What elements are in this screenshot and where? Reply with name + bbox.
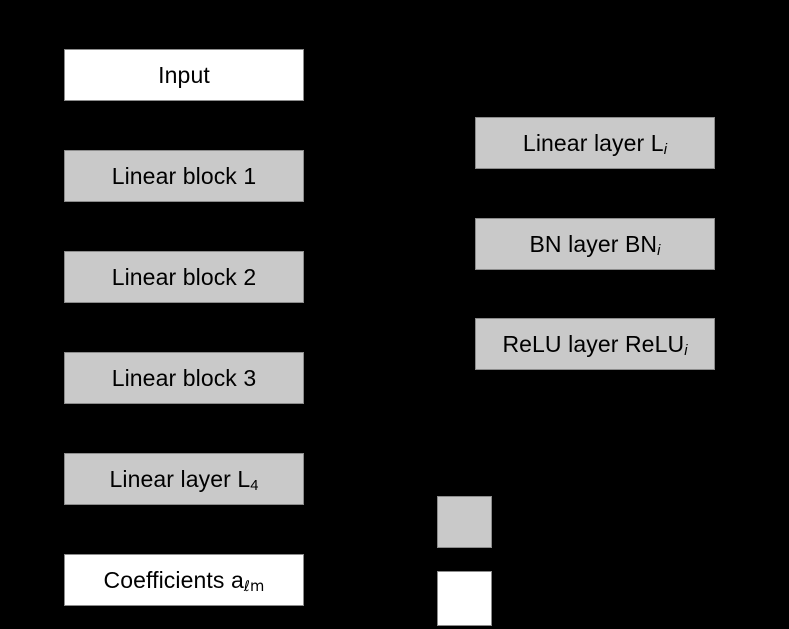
node-label: Linear block 1 bbox=[111, 162, 257, 189]
node-linear-layer-i[interactable]: Linear layer Li bbox=[475, 117, 715, 169]
node-label-subscript: i bbox=[663, 142, 668, 159]
node-relu-layer-i[interactable]: ReLU layer ReLUi bbox=[475, 318, 715, 370]
node-label: Linear block 2 bbox=[111, 263, 257, 290]
node-label: ReLU layer ReLUi bbox=[502, 330, 688, 360]
node-label: Linear layer L4 bbox=[109, 465, 259, 495]
node-linear-layer-4[interactable]: Linear layer L4 bbox=[64, 453, 304, 505]
node-linear-block-3[interactable]: Linear block 3 bbox=[64, 352, 304, 404]
legend-swatch-white bbox=[437, 571, 492, 626]
node-label-subscript: i bbox=[684, 343, 688, 360]
node-input[interactable]: Input bbox=[64, 49, 304, 101]
node-label-subscript: ℓm bbox=[243, 578, 265, 596]
node-linear-block-1[interactable]: Linear block 1 bbox=[64, 150, 304, 202]
node-label: BN layer BNi bbox=[529, 230, 661, 260]
node-bn-layer-i[interactable]: BN layer BNi bbox=[475, 218, 715, 270]
node-label: Input bbox=[158, 61, 210, 88]
node-label-subscript: 4 bbox=[250, 478, 259, 495]
node-label-subscript: i bbox=[657, 243, 661, 260]
node-label: Linear layer Li bbox=[522, 129, 668, 159]
node-coefficients[interactable]: Coefficients aℓm bbox=[64, 554, 304, 606]
node-linear-block-2[interactable]: Linear block 2 bbox=[64, 251, 304, 303]
legend-swatch-gray bbox=[437, 496, 492, 548]
node-label: Coefficients aℓm bbox=[103, 566, 265, 596]
node-label: Linear block 3 bbox=[111, 364, 257, 391]
